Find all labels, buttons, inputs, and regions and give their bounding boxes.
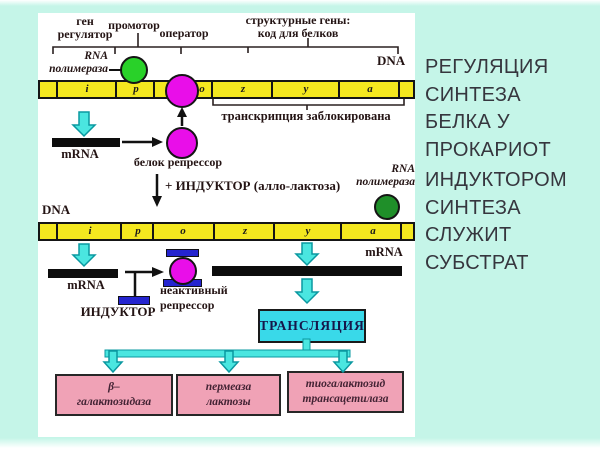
band-divider: [56, 82, 58, 97]
repressor-protein-circle: [166, 127, 198, 159]
inactive-repressor-label: неактивный репрессор: [160, 283, 228, 312]
rna-polymerase2-label: RNA полимераза: [356, 163, 415, 188]
band-divider: [338, 82, 340, 97]
segment-i: i: [88, 225, 92, 237]
promoter-label: промотор: [108, 18, 160, 32]
inducer-label: ИНДУКТОР: [80, 304, 156, 319]
segment-i: i: [85, 83, 89, 95]
rna-polymerase-label: RNA полимераза: [49, 50, 108, 75]
dna-band-induced: i p o z y a: [38, 222, 415, 241]
segment-a: a: [367, 83, 373, 95]
segment-y: y: [303, 83, 309, 95]
segment-z: z: [240, 83, 246, 95]
segment-a: a: [370, 225, 376, 237]
product-box-transacetylase: тиогалактозид трансацетилаза: [287, 371, 404, 413]
rna-polymerase-dark-green-circle: [374, 194, 400, 220]
slide-title: РЕГУЛЯЦИЯ СИНТЕЗА БЕЛКА У ПРОКАРИОТ: [425, 56, 552, 161]
rna-polymerase-green-circle: [120, 56, 148, 84]
inducer-bar: [118, 296, 150, 305]
inactive-repressor-circle: [169, 257, 197, 285]
dna-label-2: DNA: [42, 202, 71, 217]
band-divider: [340, 224, 342, 239]
segment-o: o: [199, 83, 205, 95]
repressor-protein-label: белок репрессор: [133, 155, 223, 169]
operator-label: оператор: [159, 26, 209, 40]
band-divider: [211, 82, 213, 97]
product-box-permease: пермеаза лактозы: [176, 374, 281, 416]
mrna-label-2: mRNA: [67, 278, 105, 292]
band-divider: [120, 224, 122, 239]
segment-z: z: [242, 225, 248, 237]
dna-band-repressed: i p o z y a: [38, 80, 415, 99]
gene-regulator-label: ген регулятор: [57, 14, 113, 41]
translation-box: ТРАНСЛЯЦИЯ: [258, 309, 366, 343]
structural-genes-label: структурные гены: код для белков: [245, 13, 351, 40]
slide-subtitle: ИНДУКТОРОМ СИНТЕЗА СЛУЖИТ СУБСТРАТ: [425, 169, 567, 274]
band-divider: [398, 82, 400, 97]
mrna-bar-long: [212, 266, 402, 276]
inducer-arrow-label: + ИНДУКТОР (алло-лактоза): [165, 178, 341, 193]
mrna-bar-1: [52, 138, 120, 147]
segment-y: y: [305, 225, 311, 237]
segment-p: p: [135, 225, 141, 237]
band-divider: [271, 82, 273, 97]
band-divider: [400, 224, 402, 239]
mrna-label-3: mRNA: [365, 245, 403, 259]
segment-p: p: [133, 83, 139, 95]
band-divider: [153, 82, 155, 97]
segment-o: o: [180, 225, 186, 237]
repressor-on-operator-circle: [165, 74, 199, 108]
band-divider: [115, 82, 117, 97]
band-divider: [152, 224, 154, 239]
mrna-label-1: mRNA: [61, 147, 99, 161]
band-divider: [273, 224, 275, 239]
dna-label-top: DNA: [377, 53, 406, 68]
band-divider: [213, 224, 215, 239]
transcription-blocked-label: транскрипция заблокирована: [221, 109, 391, 123]
band-divider: [56, 224, 58, 239]
inducer-top-bar: [166, 249, 199, 257]
mrna-bar-2: [48, 269, 118, 278]
product-box-galactosidase: β– галактозидаза: [55, 374, 173, 416]
